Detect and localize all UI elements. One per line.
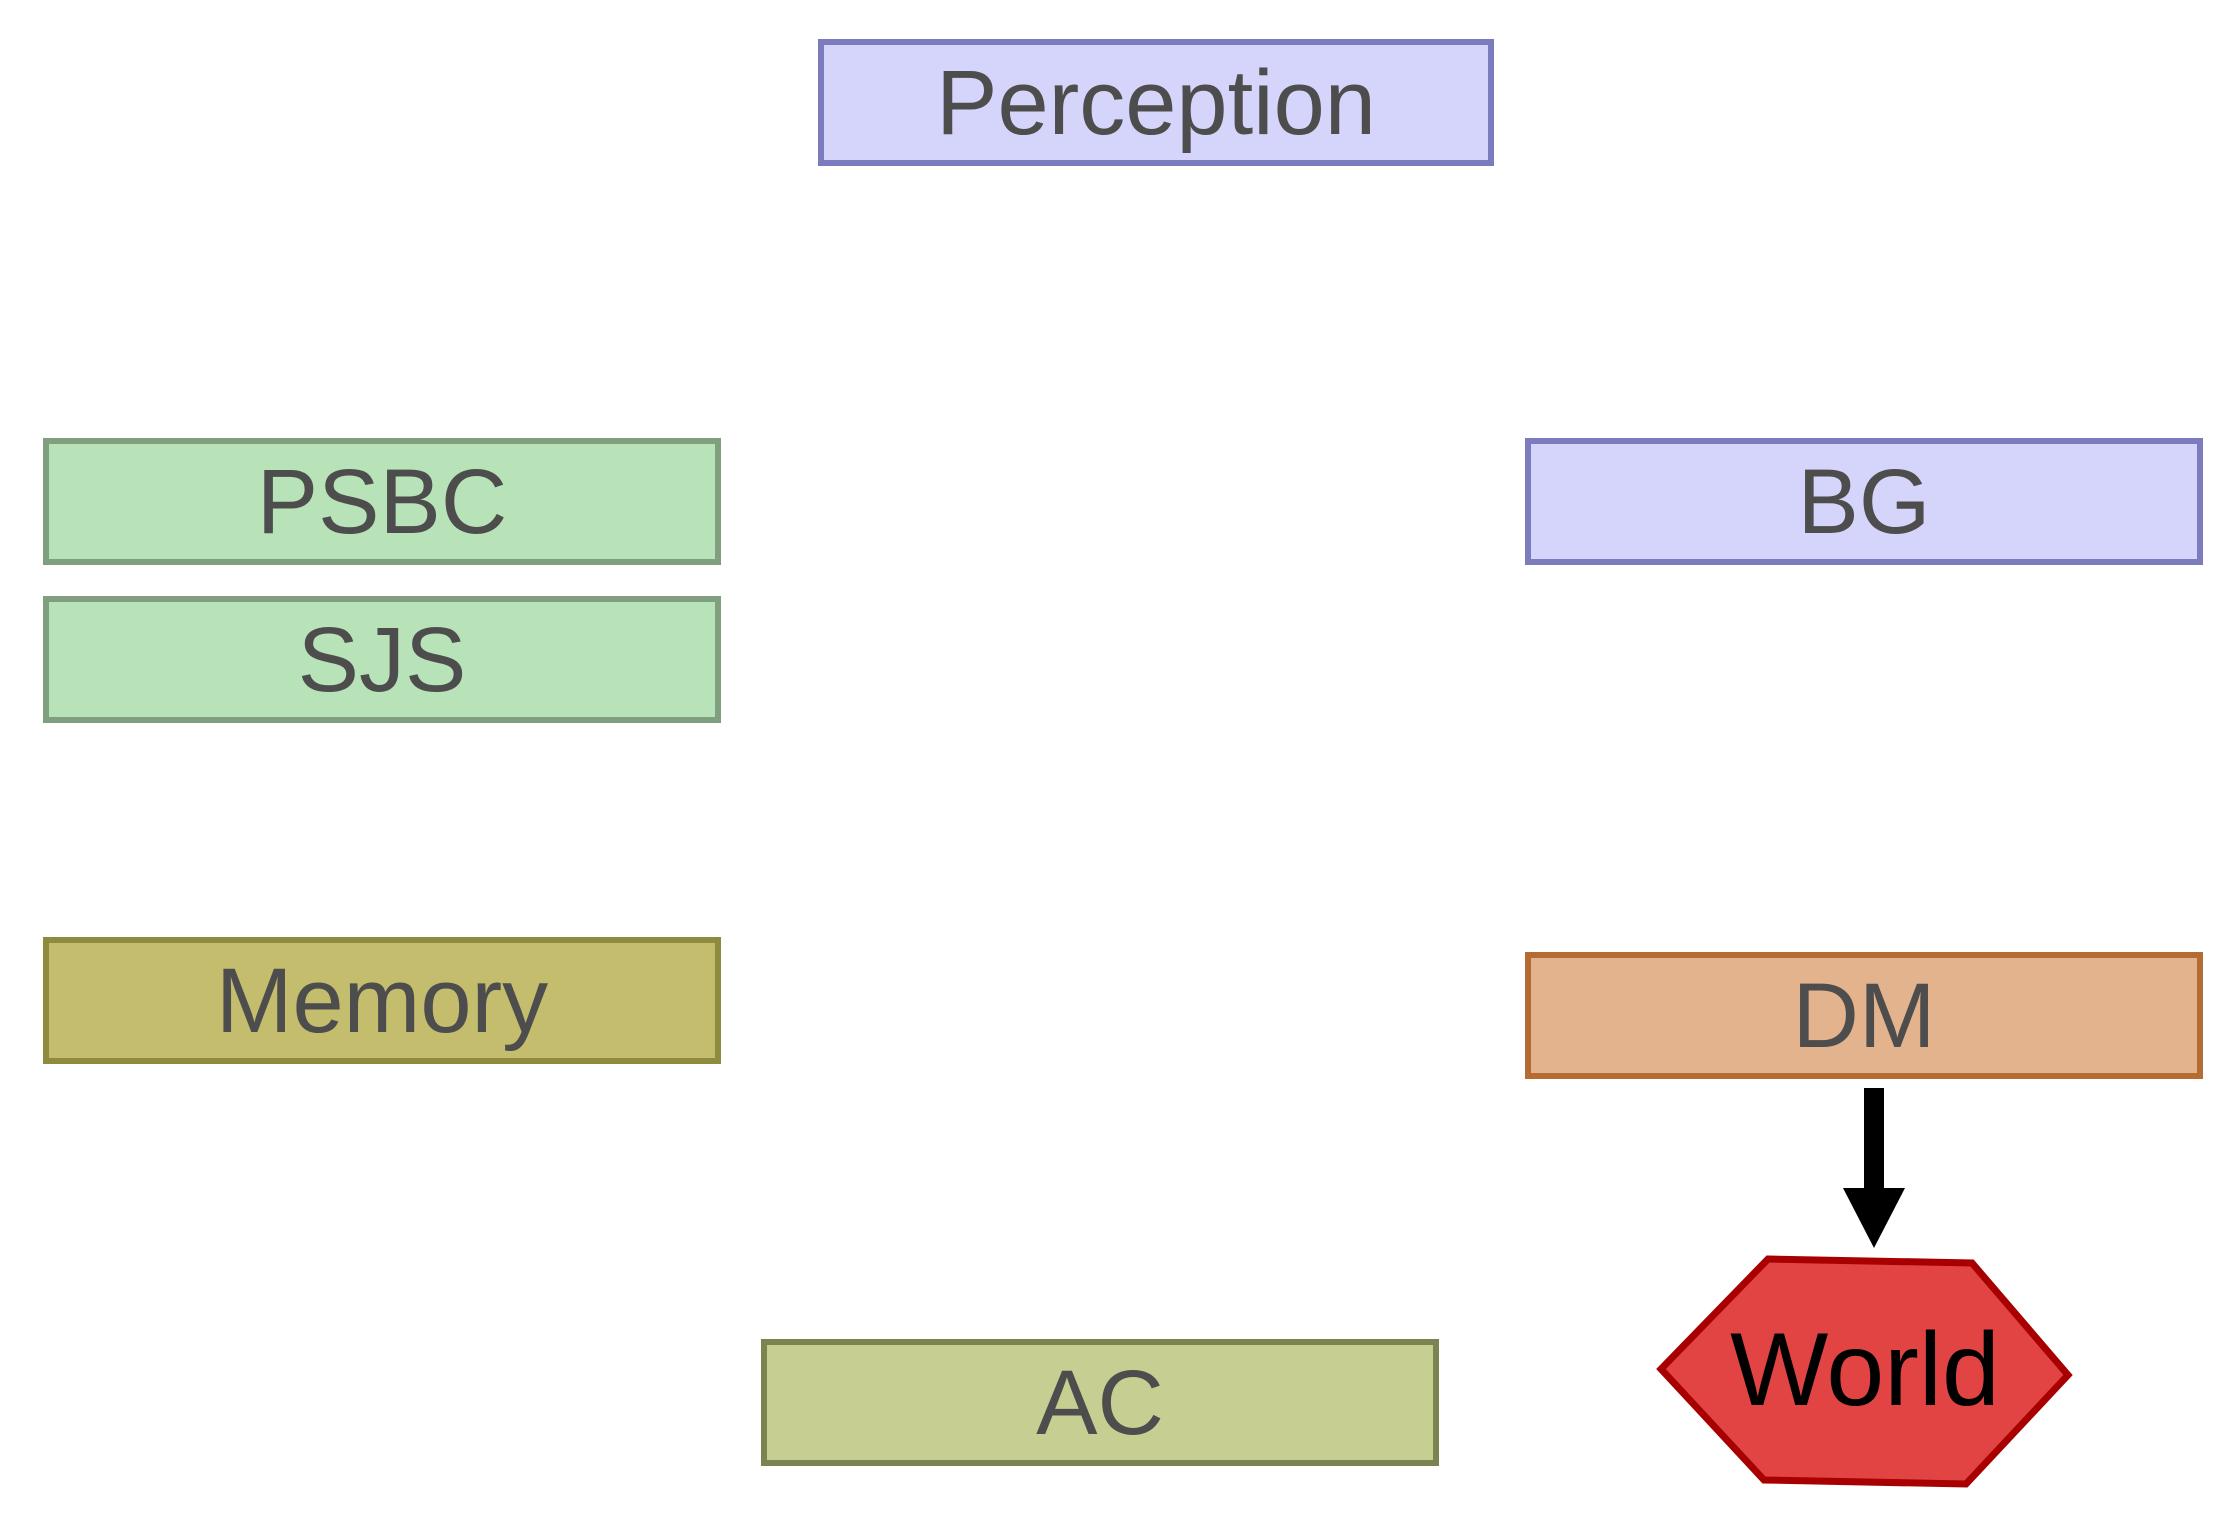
edge-dm-to-world: [1843, 1088, 1905, 1248]
arrow-shaft: [1864, 1088, 1884, 1190]
bg-node[interactable]: BG: [1525, 438, 2203, 565]
perception-node[interactable]: Perception: [818, 39, 1494, 166]
memory-label: Memory: [215, 949, 549, 1052]
arrow-head: [1843, 1188, 1905, 1248]
psbc-label: PSBC: [256, 450, 508, 553]
sjs-node[interactable]: SJS: [43, 596, 721, 723]
dm-node[interactable]: DM: [1525, 952, 2203, 1079]
ac-label: AC: [1036, 1351, 1164, 1454]
bg-label: BG: [1797, 450, 1931, 553]
world-node[interactable]: World: [1660, 1260, 2070, 1480]
world-node-shape[interactable]: [1656, 1255, 2073, 1488]
psbc-node[interactable]: PSBC: [43, 438, 721, 565]
perception-label: Perception: [936, 51, 1376, 154]
dm-label: DM: [1792, 964, 1936, 1067]
ac-node[interactable]: AC: [761, 1339, 1439, 1466]
memory-node[interactable]: Memory: [43, 937, 721, 1064]
world-label: World: [1730, 1312, 2000, 1428]
sjs-label: SJS: [297, 608, 467, 711]
